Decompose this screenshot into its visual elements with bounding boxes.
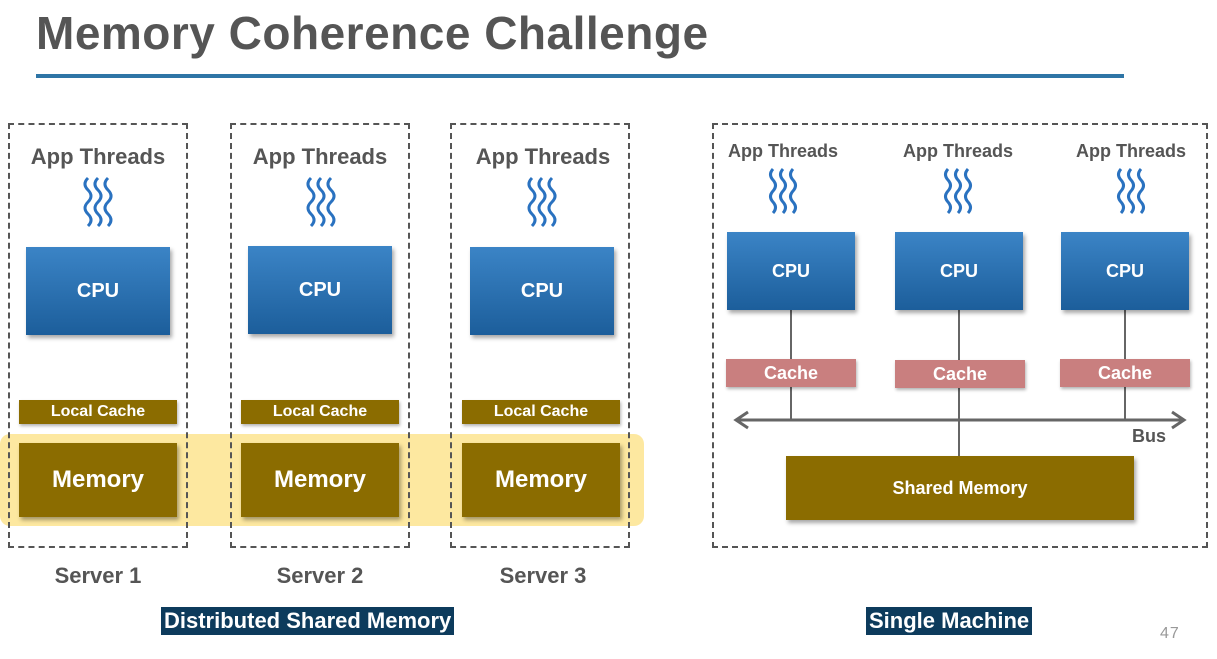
core-3-threads-label: App Threads	[1075, 141, 1186, 161]
bus-label: Bus	[1132, 426, 1167, 446]
server-1-name: Server 1	[54, 563, 142, 588]
single-machine-caption: Single Machine	[866, 607, 1033, 635]
server-3-threads-icon	[527, 176, 557, 228]
distributed-caption: Distributed Shared Memory	[161, 607, 455, 635]
core-2-threads-icon	[944, 167, 972, 215]
server-3-threads-label: App Threads	[475, 144, 611, 169]
bus-arrow-left	[733, 410, 749, 430]
server-1-local-cache: Local Cache	[19, 400, 177, 424]
server-2-local-cache: Local Cache	[241, 400, 399, 424]
title-underline	[36, 74, 1124, 78]
server-2-name: Server 2	[276, 563, 364, 588]
shared-memory: Shared Memory	[786, 456, 1134, 520]
server-1-threads-icon	[83, 176, 113, 228]
core-2-threads-label: App Threads	[902, 141, 1013, 161]
server-2-threads-label: App Threads	[252, 144, 388, 169]
core-1-threads-icon	[769, 167, 797, 215]
server-box-3	[450, 123, 630, 548]
core-3-cache: Cache	[1060, 359, 1190, 387]
core-3-cpu: CPU	[1061, 232, 1189, 310]
server-box-2	[230, 123, 410, 548]
core-2-cpu: CPU	[895, 232, 1023, 310]
server-3-name: Server 3	[499, 563, 587, 588]
single-machine-box	[712, 123, 1208, 548]
server-box-1	[8, 123, 188, 548]
server-2-threads-icon	[306, 176, 336, 228]
server-2-memory: Memory	[241, 443, 399, 517]
page-number: 47	[1160, 625, 1180, 642]
core-1-cache: Cache	[726, 359, 856, 387]
server-2-cpu: CPU	[248, 246, 392, 334]
server-3-cpu: CPU	[470, 247, 614, 335]
bus-arrow-right	[1171, 410, 1187, 430]
server-1-memory: Memory	[19, 443, 177, 517]
core-2-cache: Cache	[895, 360, 1025, 388]
server-3-local-cache: Local Cache	[462, 400, 620, 424]
server-1-cpu: CPU	[26, 247, 170, 335]
slide-title: Memory Coherence Challenge	[36, 7, 709, 59]
core-1-threads-label: App Threads	[727, 141, 838, 161]
server-3-memory: Memory	[462, 443, 620, 517]
core-3-threads-icon	[1117, 167, 1145, 215]
core-1-cpu: CPU	[727, 232, 855, 310]
server-1-threads-label: App Threads	[30, 144, 166, 169]
